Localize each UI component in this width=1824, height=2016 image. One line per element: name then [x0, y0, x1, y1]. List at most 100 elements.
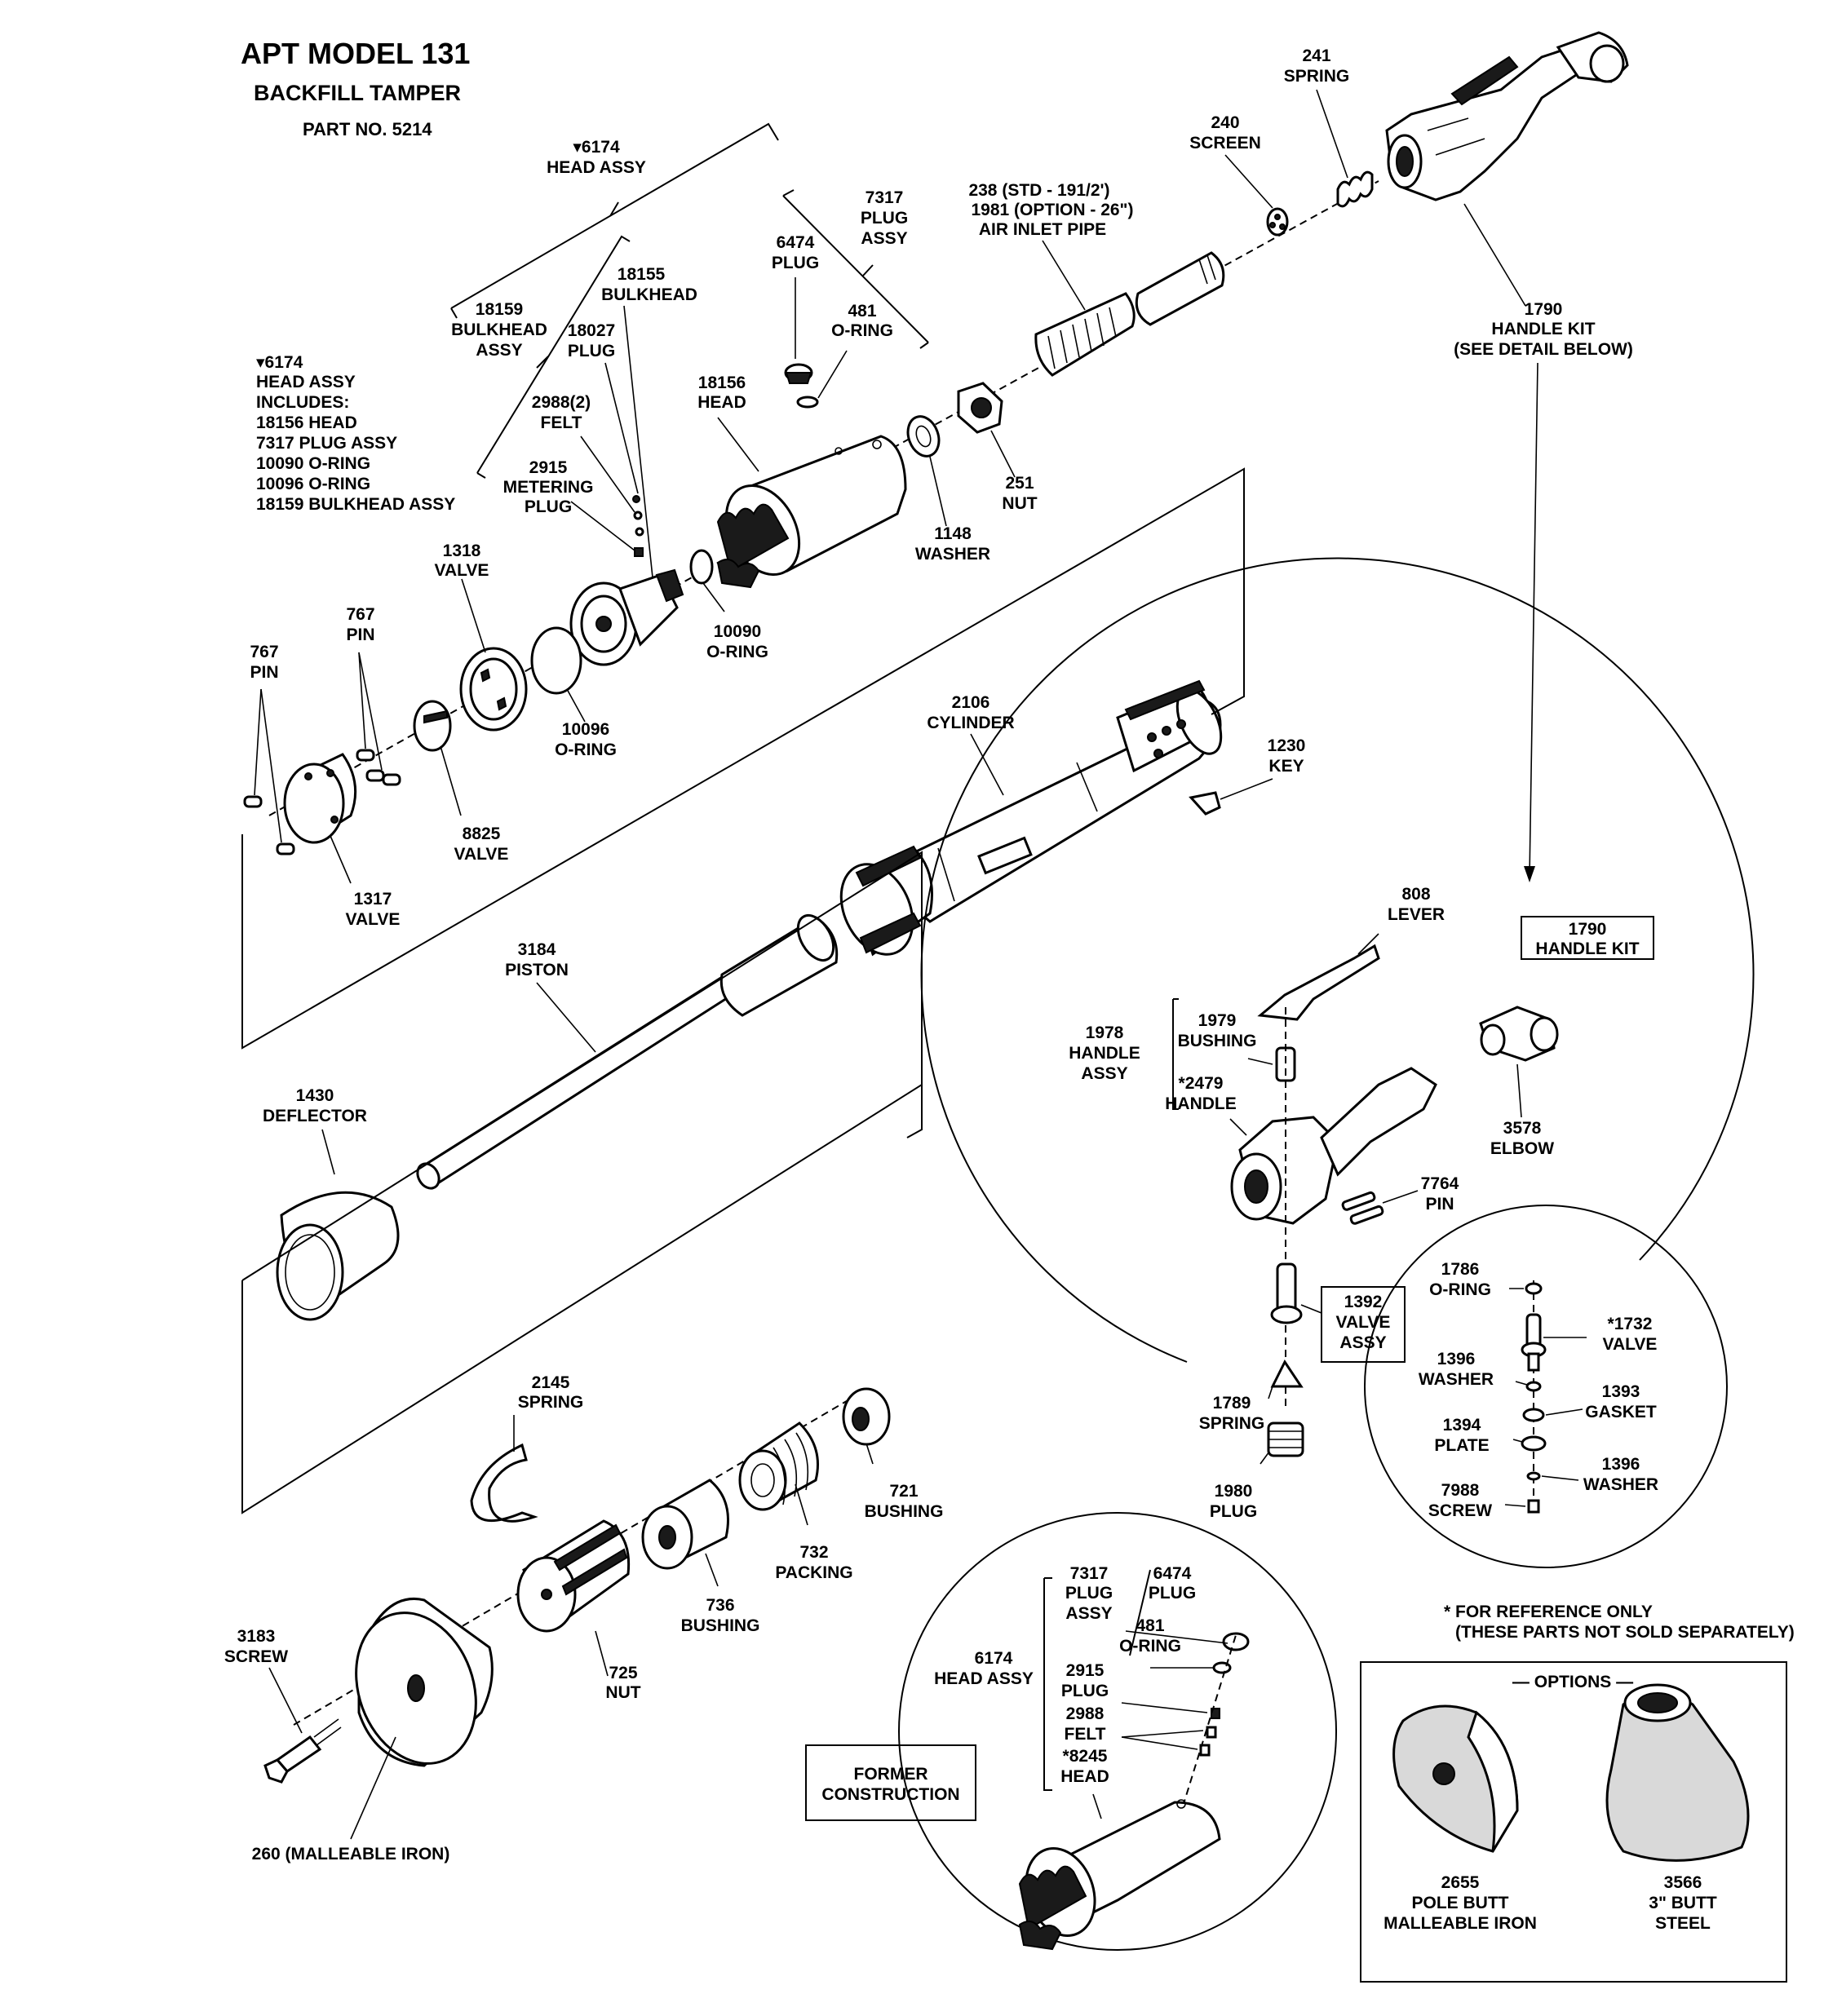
leader-1148 — [929, 456, 947, 527]
svg-text:BULKHEAD: BULKHEAD — [601, 285, 697, 304]
svg-text:1317: 1317 — [354, 890, 392, 909]
svg-text:1979: 1979 — [1198, 1011, 1237, 1030]
svg-text:SPRING: SPRING — [518, 1393, 584, 1412]
svg-text:PLUG: PLUG — [861, 209, 908, 228]
svg-text:1980: 1980 — [1215, 1482, 1253, 1501]
svg-text:INCLUDES:: INCLUDES: — [256, 393, 349, 412]
label-oring-481: 481 O-RING — [831, 302, 893, 340]
svg-text:SCREW: SCREW — [224, 1647, 288, 1666]
malleable-butt-260 — [355, 1598, 494, 1767]
svg-text:2145: 2145 — [532, 1373, 570, 1392]
label-nut-251: 251 NUT — [1002, 474, 1037, 513]
bushing-721 — [842, 1387, 891, 1446]
nut-251 — [957, 382, 1003, 434]
label-plate-1394: 1394 PLATE — [1434, 1416, 1489, 1455]
label-former-plug-assy-7317: 7317 PLUG ASSY — [1065, 1564, 1113, 1623]
handle-kit-detail: 1790 HANDLE KIT — [920, 362, 1755, 1465]
svg-text:PLUG: PLUG — [1065, 1584, 1113, 1603]
svg-text:10096: 10096 — [562, 720, 609, 739]
label-cylinder-2106: 2106 CYLINDER — [927, 693, 1014, 732]
label-pin-767a: 767 PIN — [346, 605, 374, 644]
svg-text:CYLINDER: CYLINDER — [927, 714, 1014, 732]
label-head-18156: 18156 HEAD — [697, 374, 746, 412]
lower-labels: 2145 SPRING 721 BUSHING 732 PACKING 736 … — [224, 1373, 944, 1863]
svg-text:PIN: PIN — [1425, 1195, 1454, 1214]
label-felt-2988: 2988(2) FELT — [532, 393, 591, 432]
svg-text:BULKHEAD: BULKHEAD — [451, 321, 547, 339]
screen-240 — [1266, 207, 1289, 237]
bulkhead-18155 — [569, 568, 684, 666]
label-lever-808: 808 LEVER — [1388, 885, 1445, 924]
valve-assy-detail — [1364, 1205, 1728, 1568]
svg-text:767: 767 — [346, 605, 374, 624]
leader-pipe — [1042, 240, 1086, 311]
svg-text:10090: 10090 — [714, 622, 761, 641]
svg-text:2988(2): 2988(2) — [532, 393, 591, 412]
svg-text:WASHER: WASHER — [1419, 1370, 1494, 1389]
label-deflector-1430: 1430 DEFLECTOR — [263, 1086, 367, 1125]
label-valve-1732: *1732 VALVE — [1603, 1315, 1658, 1354]
label-packing-732: 732 PACKING — [775, 1543, 852, 1582]
label-spring-241: 241 SPRING — [1284, 46, 1350, 86]
svg-text:8825: 8825 — [463, 825, 501, 843]
oring-10096 — [530, 626, 582, 695]
deflector-1430 — [276, 1129, 400, 1321]
svg-text:7764: 7764 — [1421, 1174, 1459, 1193]
svg-text:10090 O-RING: 10090 O-RING — [256, 454, 370, 473]
svg-text:AIR INLET PIPE: AIR INLET PIPE — [979, 220, 1106, 239]
svg-text:7317 PLUG ASSY: 7317 PLUG ASSY — [256, 434, 397, 453]
svg-text:1981 (OPTION - 26"): 1981 (OPTION - 26") — [971, 201, 1133, 219]
svg-text:SCREW: SCREW — [1428, 1501, 1492, 1520]
top-labels: ▾6174 HEAD ASSY 7317 PLUG ASSY 6474 PLUG… — [451, 46, 1633, 564]
svg-text:FORMER: FORMER — [854, 1765, 928, 1784]
label-former-felt-2988: 2988 FELT — [1065, 1704, 1106, 1744]
svg-text:*1732: *1732 — [1608, 1315, 1653, 1333]
valve-assy-labels: 1786 O-RING *1732 VALVE 1396 WASHER 1393… — [1419, 1260, 1658, 1520]
pole-butt-number: 2655 — [1441, 1873, 1480, 1892]
gasket-1393 — [1522, 1408, 1545, 1422]
svg-text:18159: 18159 — [476, 300, 523, 319]
svg-text:WASHER: WASHER — [915, 545, 990, 564]
svg-text:18159 BULKHEAD ASSY: 18159 BULKHEAD ASSY — [256, 495, 455, 514]
svg-text:▾6174: ▾6174 — [573, 138, 620, 157]
label-former-head-assy-6174: 6174 HEAD ASSY — [934, 1649, 1034, 1688]
svg-text:PISTON: PISTON — [505, 961, 569, 979]
former-construction-detail: FORMER CONSTRUCTION — [805, 1512, 1337, 1951]
valve-1318 — [459, 647, 528, 732]
svg-text:1393: 1393 — [1602, 1382, 1640, 1401]
svg-text:BUSHING: BUSHING — [865, 1502, 944, 1521]
svg-text:1790: 1790 — [1525, 300, 1563, 319]
label-handle-assy-1978: 1978 HANDLE ASSY — [1069, 1023, 1140, 1083]
svg-text:HANDLE: HANDLE — [1069, 1044, 1140, 1063]
svg-text:3184: 3184 — [518, 940, 556, 959]
svg-text:HANDLE KIT: HANDLE KIT — [1535, 939, 1639, 958]
label-former-plug-2915: 2915 PLUG — [1061, 1661, 1109, 1700]
label-pin-7764: 7764 PIN — [1421, 1174, 1459, 1214]
svg-text:BUSHING: BUSHING — [681, 1616, 760, 1635]
lower-parts — [263, 1387, 891, 1840]
svg-text:18155: 18155 — [618, 265, 666, 284]
washer-1396b — [1526, 1471, 1541, 1481]
svg-text:DEFLECTOR: DEFLECTOR — [263, 1107, 367, 1125]
svg-text:(SEE DETAIL BELOW): (SEE DETAIL BELOW) — [1454, 340, 1633, 359]
options-box: — OPTIONS — 2655 POLE BUTT MALLEABLE IRO… — [1360, 1661, 1787, 1983]
cylinder-bracket — [241, 467, 1245, 1050]
handle-2479 — [1230, 1067, 1437, 1225]
label-former-head-8245: *8245 HEAD — [1060, 1747, 1109, 1786]
svg-text:PLUG: PLUG — [1061, 1682, 1109, 1700]
svg-text:*8245: *8245 — [1063, 1747, 1108, 1766]
label-handle-kit-1790: 1790 HANDLE KIT (SEE DETAIL BELOW) — [1454, 300, 1633, 359]
svg-text:VALVE: VALVE — [1603, 1335, 1658, 1354]
svg-text:1430: 1430 — [296, 1086, 334, 1105]
label-bushing-1979: 1979 BUSHING — [1178, 1011, 1257, 1050]
assembly-brackets — [450, 122, 929, 479]
label-oring-1786: 1786 O-RING — [1429, 1260, 1491, 1299]
svg-text:767: 767 — [250, 643, 278, 661]
svg-text:NUT: NUT — [1002, 494, 1037, 513]
svg-text:LEVER: LEVER — [1388, 905, 1445, 924]
elbow-3578 — [1479, 1006, 1559, 1062]
key-1230 — [1189, 791, 1221, 816]
svg-text:HEAD ASSY: HEAD ASSY — [934, 1669, 1034, 1688]
svg-text:HANDLE: HANDLE — [1165, 1094, 1237, 1113]
plug-1980 — [1267, 1421, 1304, 1457]
